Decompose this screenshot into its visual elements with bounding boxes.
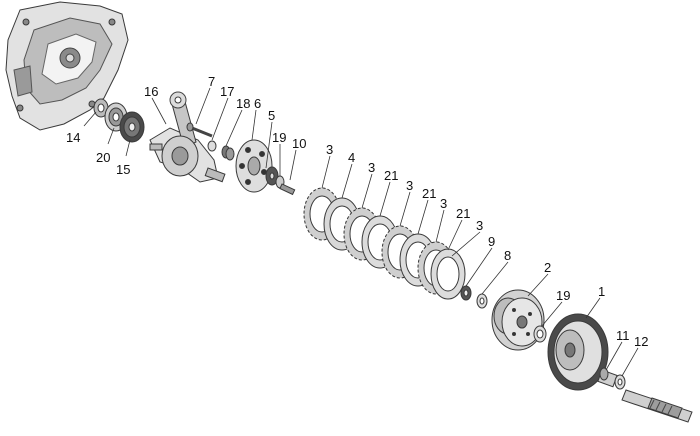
spring-plate-6 [235, 139, 273, 193]
callout-20: 20 [96, 150, 110, 165]
clutch-plate-stack [303, 187, 466, 300]
callout-14: 15 [116, 162, 130, 177]
callout-6: 6 [254, 96, 261, 111]
callout-9: 9 [488, 234, 495, 249]
callout-12: 12 [634, 334, 648, 349]
hub-5 [265, 166, 279, 186]
main-shaft [621, 389, 693, 423]
nut-8 [476, 293, 488, 309]
bearing-13 [93, 98, 109, 118]
callout-3b: 3 [368, 160, 375, 175]
gear-14 [119, 111, 145, 143]
callout-2: 2 [544, 260, 551, 275]
callout-21c: 21 [456, 206, 470, 221]
callout-3d: 3 [440, 196, 447, 211]
washer-19 [533, 325, 547, 343]
callout-17: 18 [236, 96, 250, 111]
bushing-11 [597, 367, 618, 388]
callout-3a: 3 [326, 142, 333, 157]
callout-21b: 21 [422, 186, 436, 201]
callout-16: 17 [220, 84, 234, 99]
callout-3e: 3 [476, 218, 483, 233]
callout-4: 4 [348, 150, 355, 165]
callout-7: 7 [208, 74, 215, 89]
leader-lines [83, 87, 639, 377]
crankshaft [149, 91, 226, 183]
crankcase-cover [5, 1, 129, 131]
callout-15: 16 [144, 84, 158, 99]
callout-11: 11 [616, 328, 630, 343]
callout-18: 19 [272, 130, 286, 145]
washer-9 [460, 285, 472, 301]
bolt-10 [279, 183, 296, 196]
callout-3c: 3 [406, 178, 413, 193]
callout-1: 1 [598, 284, 605, 299]
callout-numbers: 14 20 15 16 7 17 18 6 5 19 10 3 4 3 21 3… [66, 74, 648, 349]
bolt-7 [186, 122, 213, 138]
callout-19-label: 19 [556, 288, 570, 303]
callout-10: 10 [292, 136, 306, 151]
washer-12 [614, 374, 626, 390]
clutch-basket-1 [547, 313, 609, 391]
callout-13: 14 [66, 130, 80, 145]
clutch-hub-2 [491, 289, 545, 351]
washer-16 [207, 140, 217, 152]
callout-21a: 21 [384, 168, 398, 183]
spring-17 [221, 145, 235, 161]
callout-8: 8 [504, 248, 511, 263]
callout-5: 5 [268, 108, 275, 123]
